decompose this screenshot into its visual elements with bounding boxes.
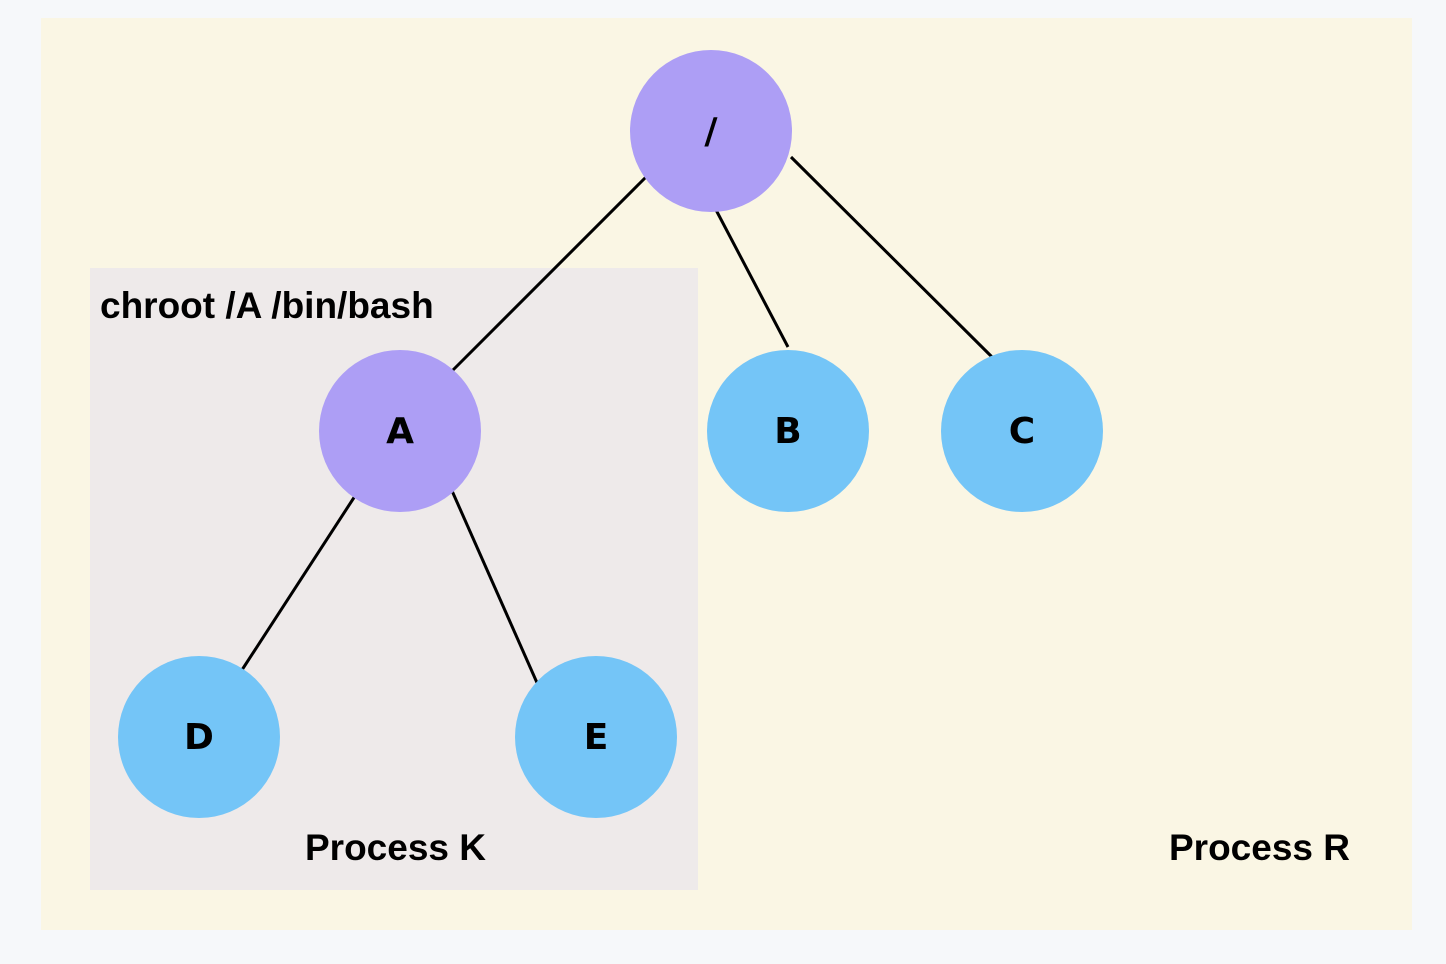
process-k-label: Process K (305, 827, 486, 868)
node-root-label: / (704, 110, 718, 152)
node-d-label: D (184, 716, 214, 758)
edge-root-c (789, 155, 994, 359)
edge-root-b (713, 207, 790, 348)
node-a-label: A (386, 410, 414, 452)
node-d: D (118, 656, 280, 818)
node-b: B (707, 350, 869, 512)
node-e: E (515, 656, 677, 818)
node-a: A (319, 350, 481, 512)
edge-a-e (447, 483, 540, 686)
node-c-label: C (1008, 410, 1036, 452)
node-root: / (630, 50, 792, 212)
edge-root-a (448, 173, 650, 375)
node-c: C (941, 350, 1103, 512)
process-r-label: Process R (1169, 827, 1350, 868)
chroot-command-label: chroot /A /bin/bash (100, 285, 434, 326)
node-e-label: E (583, 716, 609, 758)
edge-a-d (238, 495, 357, 674)
node-b-label: B (774, 410, 802, 452)
